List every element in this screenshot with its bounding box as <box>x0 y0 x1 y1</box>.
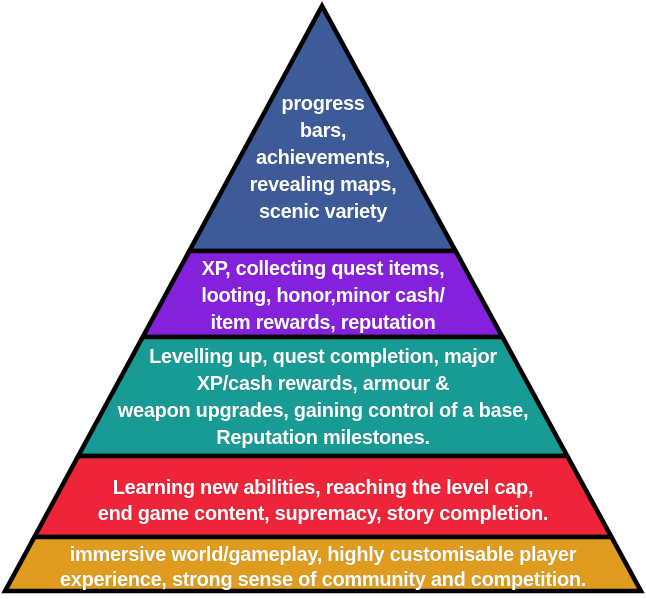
pyramid-level-2-shape <box>138 248 507 340</box>
pyramid-level-5-shape <box>1 534 645 594</box>
pyramid-level-3-shape <box>74 334 572 459</box>
pyramid-level-4-shape <box>30 453 616 540</box>
pyramid-level-1-shape <box>185 1 460 254</box>
